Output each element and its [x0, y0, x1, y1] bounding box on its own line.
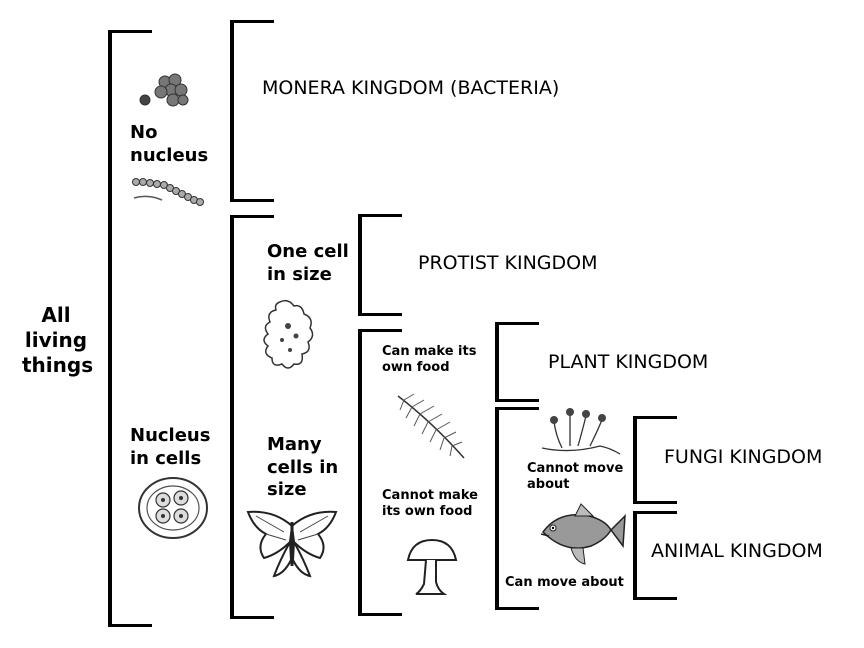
butterfly-icon [246, 510, 338, 578]
non-plant-bracket [495, 407, 539, 610]
plant-bracket [495, 322, 539, 402]
bacteria-cluster-icon [139, 73, 189, 107]
one-cell-label: One cell in size [267, 241, 349, 285]
bacteria-chain-icon [132, 178, 204, 206]
root-label: All living things [22, 303, 94, 377]
can-move-label: Can move about [505, 575, 624, 590]
mold-fungi-icon [541, 408, 621, 455]
fungi-bracket [633, 416, 677, 504]
root-bracket [108, 30, 152, 627]
animal-bracket [633, 511, 677, 600]
protist-kingdom-label: PROTIST KINGDOM [418, 252, 598, 274]
nucleus-bracket [230, 215, 274, 619]
many-cells-label: Many cells in size [267, 434, 339, 500]
monera-kingdom-label: MONERA KINGDOM (BACTERIA) [262, 77, 560, 99]
no-nucleus-label: No nucleus [130, 122, 209, 166]
animal-kingdom-label: ANIMAL KINGDOM [651, 540, 823, 562]
cell-nucleus-icon [138, 477, 208, 539]
protist-bracket [358, 214, 402, 316]
amoeba-icon [263, 299, 314, 369]
nucleus-label: Nucleus in cells [130, 425, 211, 469]
cannot-move-label: Cannot move about [527, 461, 624, 493]
no-food-label: Cannot make its own food [382, 488, 478, 520]
plant-kingdom-label: PLANT KINGDOM [548, 351, 709, 373]
monera-bracket [230, 20, 274, 202]
fish-icon [540, 503, 626, 565]
mushroom-icon [406, 538, 458, 595]
fungi-kingdom-label: FUNGI KINGDOM [664, 446, 823, 468]
fern-icon [397, 393, 465, 459]
multicellular-bracket [358, 329, 402, 616]
makes-food-label: Can make its own food [382, 344, 477, 376]
